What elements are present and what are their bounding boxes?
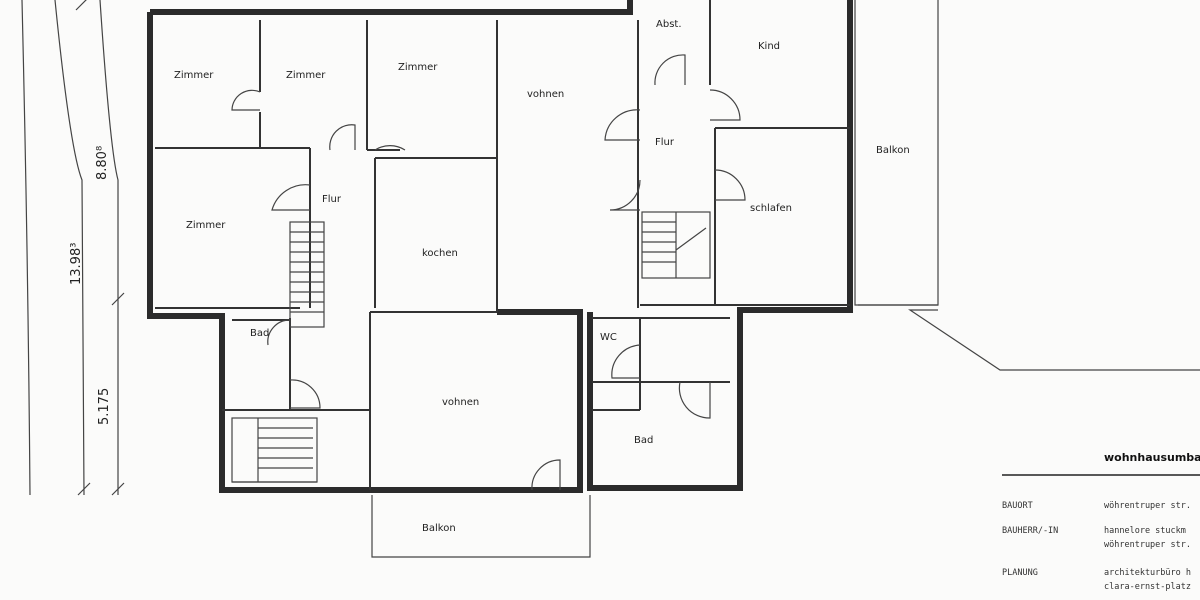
room-flur-right: Flur (655, 137, 675, 148)
room-balkon-right: Balkon (876, 145, 910, 156)
title-block-title: wohnhausumba (1104, 451, 1200, 464)
stairs (231, 211, 711, 483)
room-labels: Zimmer Zimmer Zimmer Zimmer Flur kochen … (174, 19, 910, 534)
room-zimmer-3: Zimmer (398, 62, 438, 73)
room-zimmer-1: Zimmer (174, 70, 214, 81)
room-schlafen: schlafen (750, 203, 792, 214)
room-abst: Abst. (656, 19, 682, 30)
title-key-bauort: BAUORT (1002, 501, 1033, 511)
title-value-planung-1: architekturbüro h (1104, 568, 1191, 578)
room-kind: Kind (758, 41, 780, 52)
room-zimmer-4: Zimmer (186, 220, 226, 231)
room-wohnen-lower: vohnen (442, 397, 479, 408)
room-bad-right: Bad (634, 435, 653, 446)
title-value-bauort: wöhrentruper str. (1104, 501, 1191, 511)
title-value-bauherr-2: wöhrentruper str. (1104, 540, 1191, 550)
dim-upper: 8.80⁸ (95, 146, 110, 180)
title-block: wohnhausumba BAUORT wöhrentruper str. BA… (1002, 451, 1200, 592)
walls (147, 0, 1200, 558)
room-wc: WC (600, 332, 617, 343)
room-bad-left: Bad (250, 328, 269, 339)
title-key-bauherr: BAUHERR/-IN (1002, 526, 1058, 536)
room-kochen: kochen (422, 248, 458, 259)
dim-lower: 5.175 (97, 388, 112, 425)
dimension-lines: 13.98³ 8.80⁸ 5.175 (21, 0, 125, 496)
room-flur-left: Flur (322, 194, 342, 205)
doors (231, 54, 746, 491)
room-balkon-lower: Balkon (422, 523, 456, 534)
title-key-planung: PLANUNG (1002, 568, 1038, 578)
title-value-planung-2: clara-ernst-platz (1104, 582, 1191, 592)
room-zimmer-2: Zimmer (286, 70, 326, 81)
room-wohnen-upper: vohnen (527, 89, 564, 100)
title-value-bauherr-1: hannelore stuckm (1104, 526, 1186, 536)
dim-total: 13.98³ (69, 243, 84, 285)
